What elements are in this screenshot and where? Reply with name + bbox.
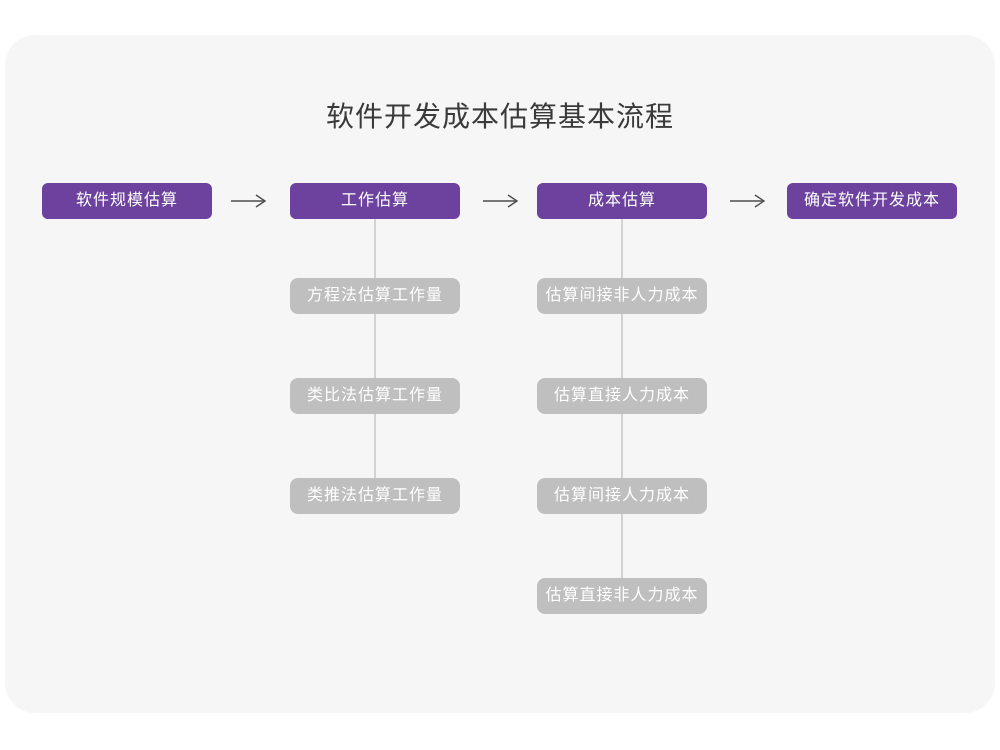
sub-node-indirect-labor-cost: 估算间接人力成本 bbox=[537, 478, 707, 514]
sub-node-equation-method: 方程法估算工作量 bbox=[290, 278, 460, 314]
sub-node-direct-labor-cost: 估算直接人力成本 bbox=[537, 378, 707, 414]
sub-node-analogy-method: 类推法估算工作量 bbox=[290, 478, 460, 514]
diagram-card-background bbox=[5, 35, 995, 713]
sub-node-indirect-nonlabor-cost: 估算间接非人力成本 bbox=[537, 278, 707, 314]
arrow-right-icon bbox=[231, 194, 267, 208]
diagram-title: 软件开发成本估算基本流程 bbox=[325, 101, 674, 132]
connector-work-estimation bbox=[374, 219, 376, 496]
arrow-right-icon bbox=[483, 194, 519, 208]
arrow-right-icon bbox=[730, 194, 766, 208]
flow-node-work-estimation: 工作估算 bbox=[290, 183, 460, 219]
flow-node-software-scale-estimation: 软件规模估算 bbox=[42, 183, 212, 219]
flow-node-determine-cost: 确定软件开发成本 bbox=[787, 183, 957, 219]
sub-node-comparison-method: 类比法估算工作量 bbox=[290, 378, 460, 414]
sub-node-direct-nonlabor-cost: 估算直接非人力成本 bbox=[537, 578, 707, 614]
flow-node-cost-estimation: 成本估算 bbox=[537, 183, 707, 219]
